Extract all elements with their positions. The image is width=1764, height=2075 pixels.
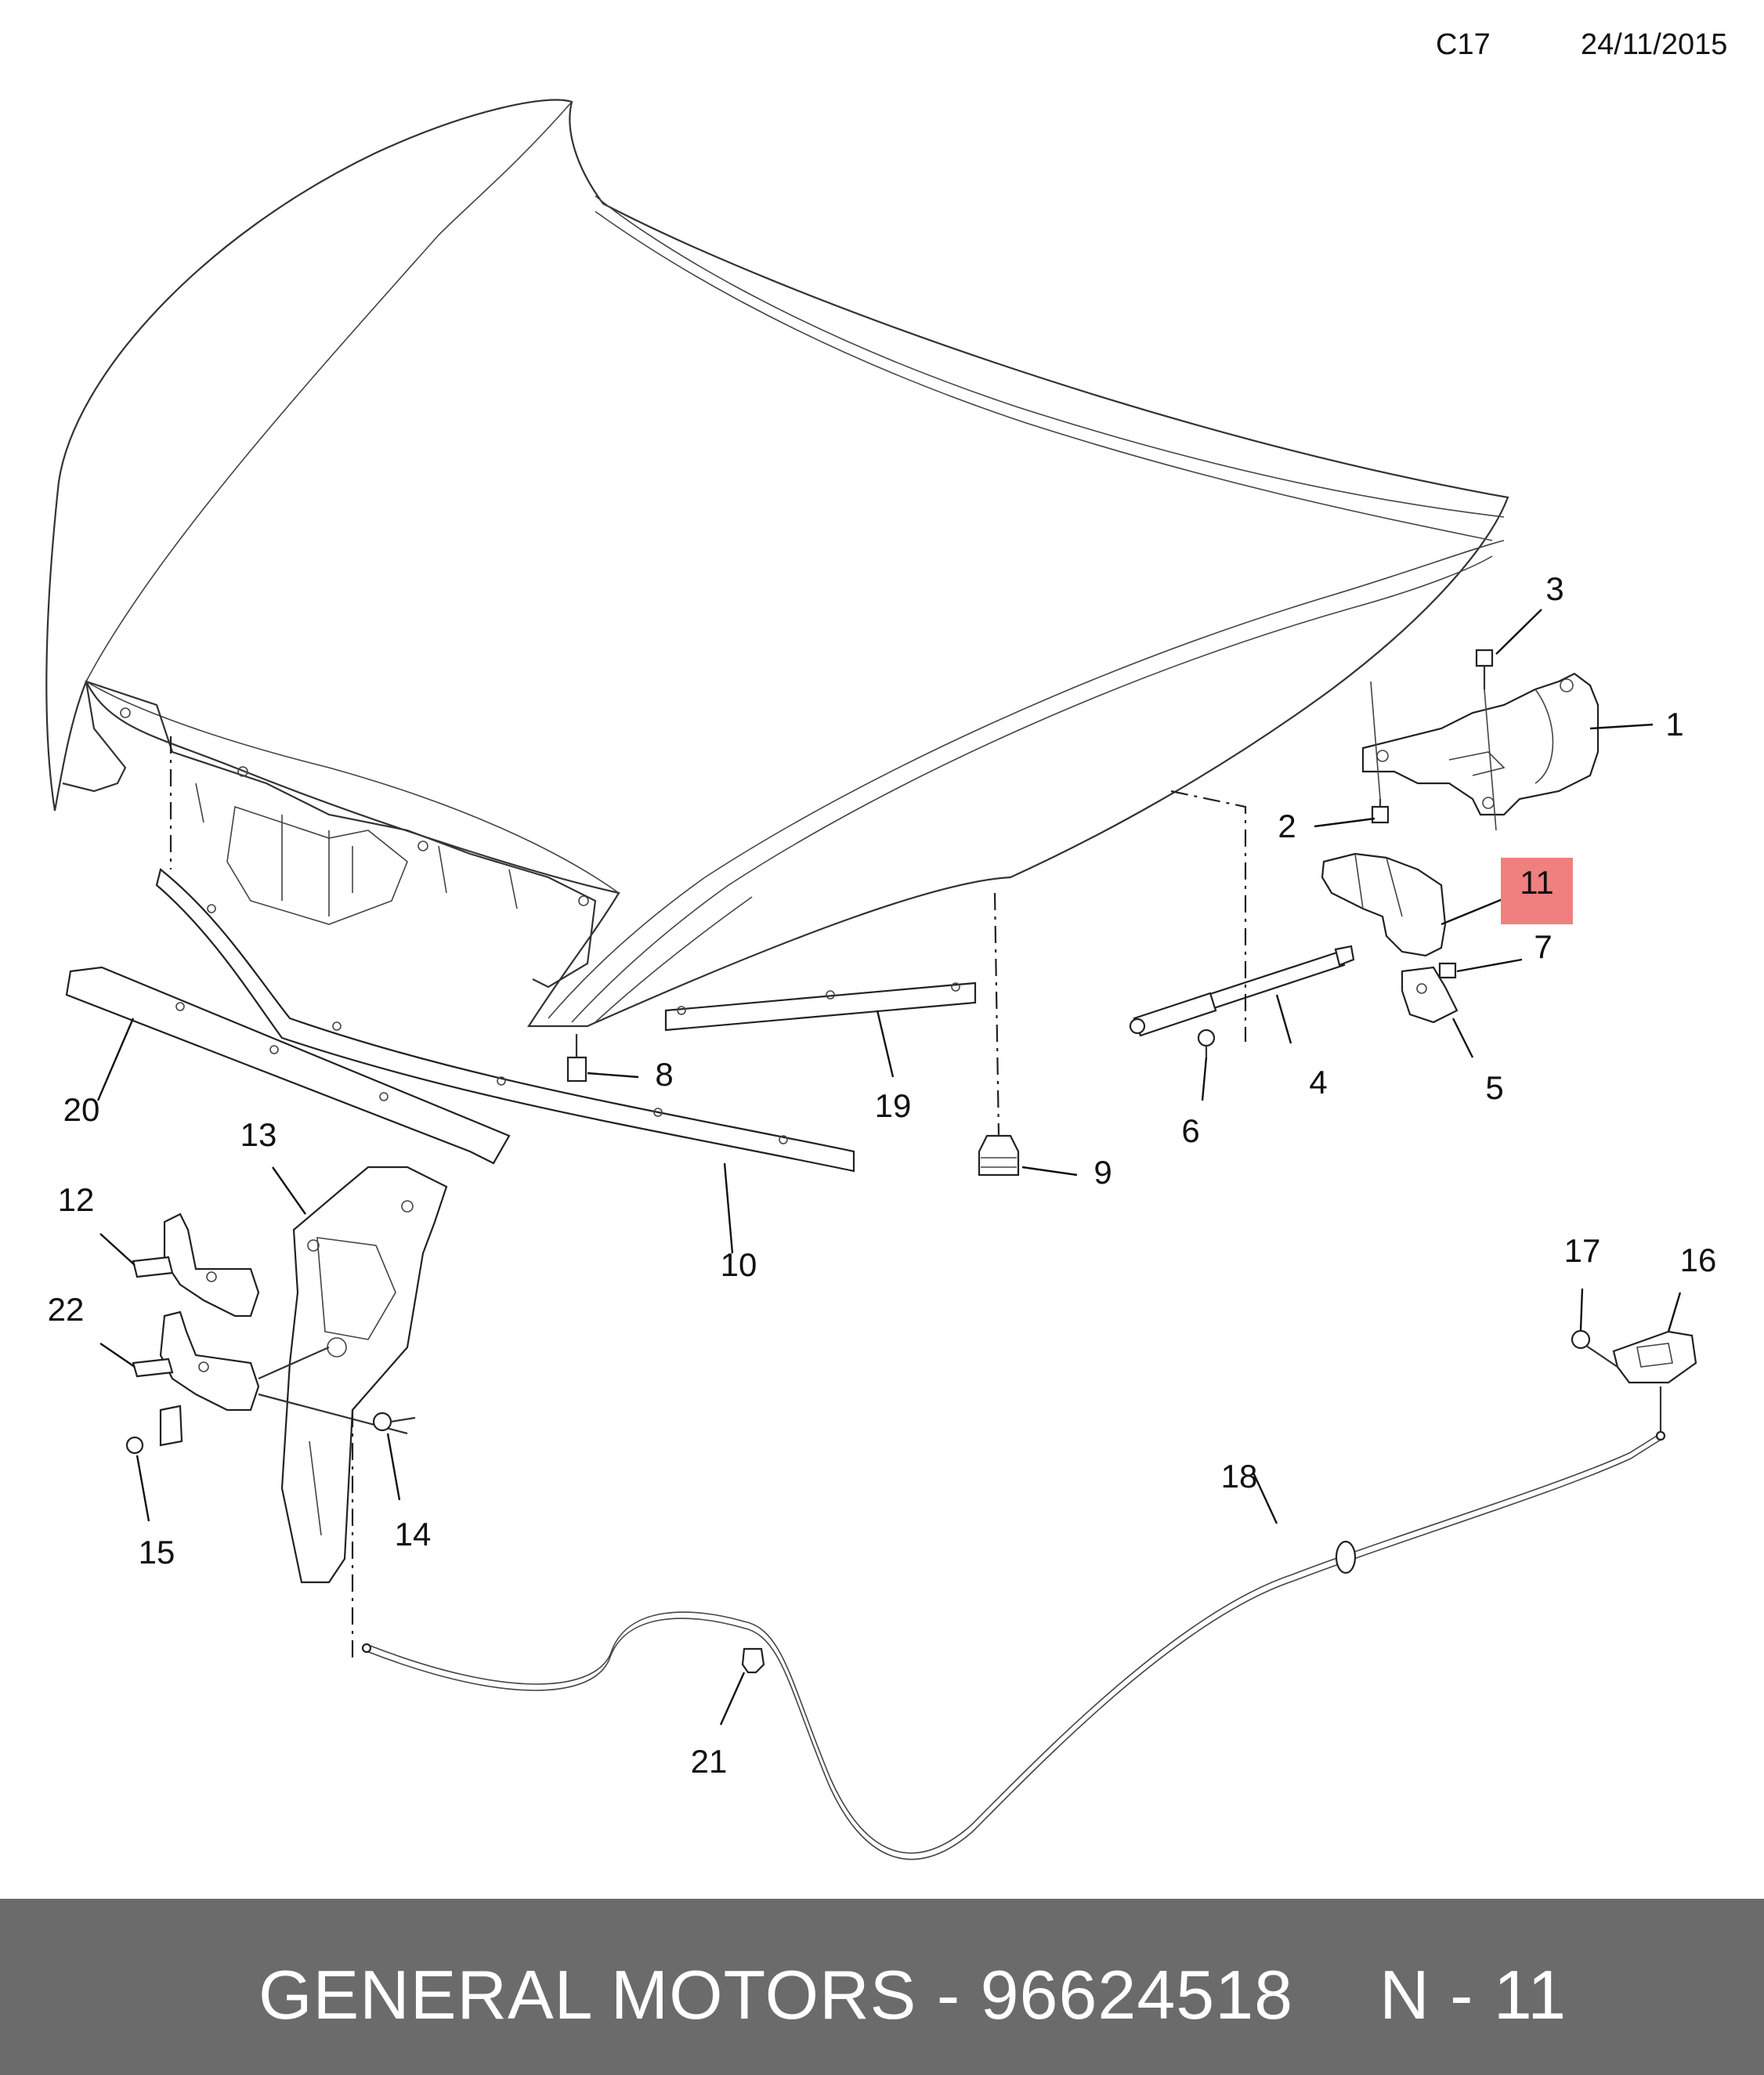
callout-14: 14 [395, 1516, 432, 1553]
callout-16: 16 [1680, 1242, 1717, 1278]
release-cable-part-18 [361, 1386, 1666, 1860]
callout-13: 13 [240, 1116, 277, 1153]
bolt-part-2 [1371, 799, 1390, 824]
callout-8: 8 [655, 1056, 673, 1093]
nut-part-14 [372, 1412, 416, 1432]
seal-part-19 [664, 981, 977, 1032]
footer-bar [0, 1899, 1764, 2075]
callout-15: 15 [139, 1534, 175, 1571]
callout-9: 9 [1093, 1154, 1112, 1191]
adjuster-part-9 [978, 1134, 1020, 1177]
hood-panel [45, 99, 1509, 1028]
callout-4: 4 [1309, 1064, 1327, 1101]
callout-11-highlight [1501, 858, 1573, 924]
ball-stud-part-6 [1197, 1028, 1216, 1057]
gas-strut-part-4 [1129, 945, 1355, 1037]
latch-part-12 [132, 1213, 260, 1318]
bolt-part-3 [1475, 649, 1494, 689]
callout-11: 11 [1520, 864, 1554, 901]
callout-10: 10 [721, 1246, 757, 1283]
footer-ref: N - 11 [1379, 1956, 1567, 2033]
callout-3: 3 [1545, 570, 1563, 607]
callout-6: 6 [1181, 1112, 1199, 1149]
diagram-date: 24/11/2015 [1581, 28, 1728, 61]
callout-12: 12 [58, 1181, 95, 1218]
callout-5: 5 [1485, 1069, 1503, 1106]
screw-part-17 [1571, 1329, 1618, 1368]
diagram-code: C17 [1436, 28, 1491, 61]
callout-22: 22 [48, 1291, 85, 1328]
bumper-part-8 [566, 1034, 587, 1083]
front-seal-part-20 [65, 966, 511, 1165]
callout-19: 19 [875, 1087, 912, 1124]
bolt-part-7 [1438, 962, 1457, 979]
callout-7: 7 [1534, 928, 1552, 965]
footer-brand: GENERAL MOTORS [258, 1956, 917, 2033]
callout-17: 17 [1564, 1232, 1601, 1269]
cable-clip-part-21 [741, 1647, 765, 1674]
latch-support-part-13 [280, 1166, 448, 1584]
hinge-bracket-part-11 [1321, 852, 1447, 957]
leader-lines [96, 609, 1682, 1726]
callout-2: 2 [1278, 808, 1296, 844]
footer-caption: GENERAL MOTORS - 96624518 N - 11 [258, 1955, 1567, 2035]
latch-assembly-part-22 [132, 1310, 260, 1447]
bolt-part-15 [125, 1436, 144, 1455]
exploded-parts-diagram: 1 2 3 4 5 6 7 8 9 10 11 12 13 14 15 16 1… [45, 99, 1717, 1860]
hood-hinge-part [1361, 672, 1600, 816]
callout-18: 18 [1221, 1458, 1258, 1495]
footer-part-number: 96624518 [980, 1956, 1294, 2033]
weatherstrip-part-10 [155, 868, 855, 1173]
callout-20: 20 [63, 1091, 100, 1128]
callout-1: 1 [1665, 706, 1683, 743]
strut-bracket-part-5 [1401, 966, 1459, 1024]
footer-separator: - [916, 1956, 981, 2033]
callout-21: 21 [691, 1743, 728, 1780]
release-handle-part-16 [1612, 1330, 1697, 1384]
